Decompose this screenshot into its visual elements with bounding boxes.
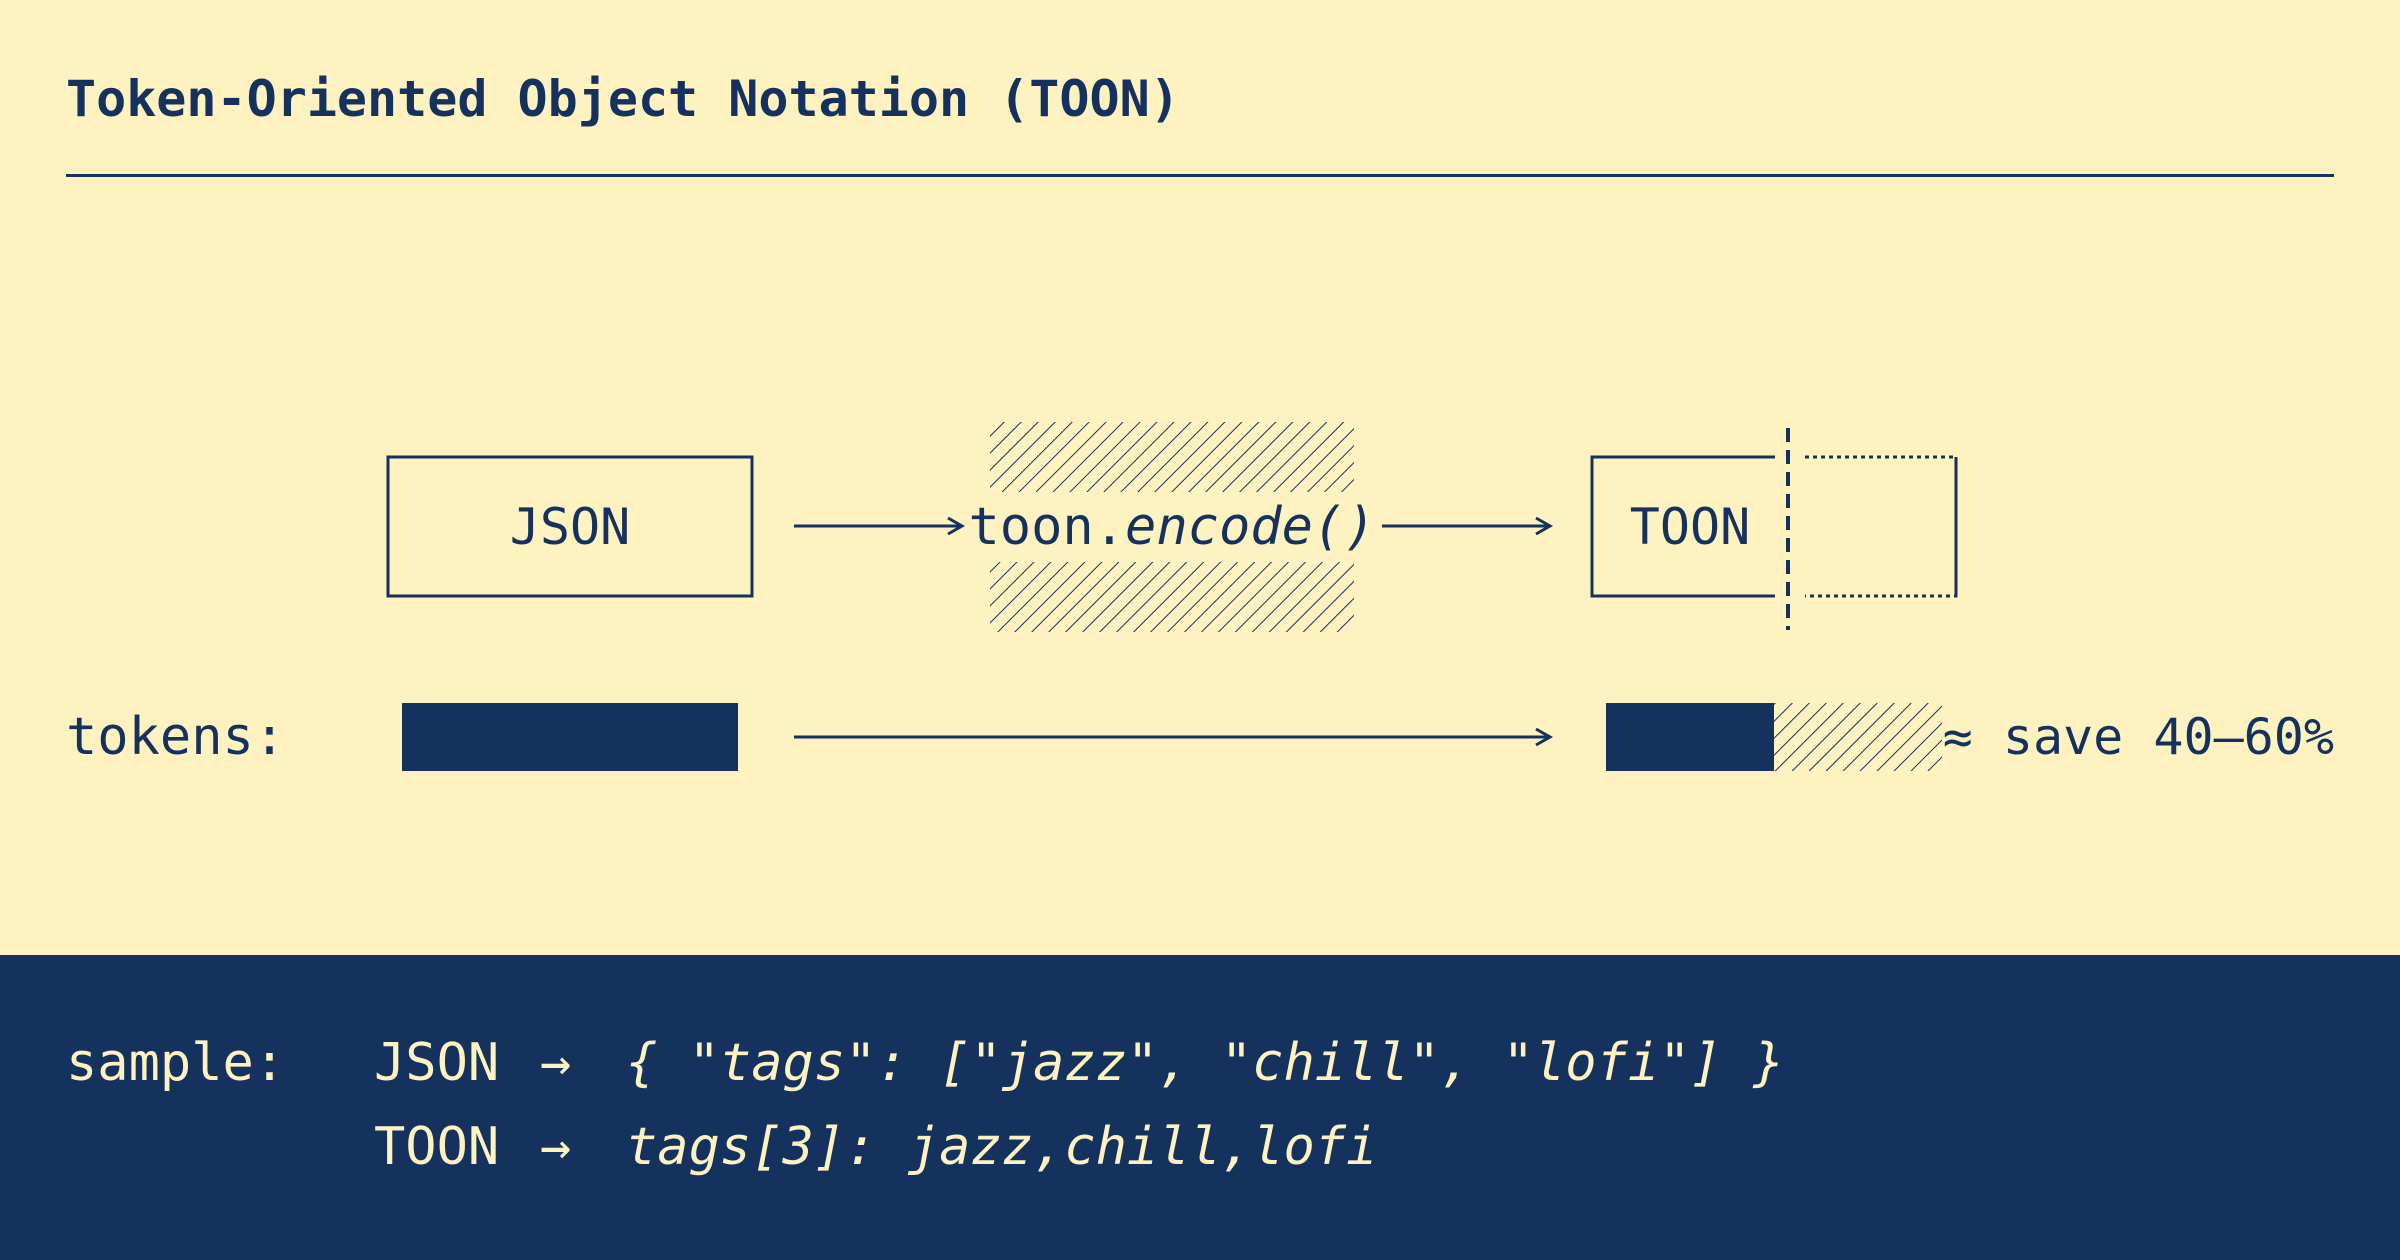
function-prefix: toon. [969,497,1126,557]
json-box-label: JSON [510,498,630,556]
sample-toon-code: tags[3]: jazz,chill,lofi [626,1117,1378,1177]
arrow-head-icon [1535,516,1554,536]
toon-box [1590,455,1775,598]
sample-json-format: JSON [374,1033,500,1093]
sample-json-code: { "tags": ["jazz", "chill", "lofi"] } [626,1033,1785,1093]
page-title: Token-Oriented Object Notation (TOON) [66,70,1180,128]
encoding-diagram: JSON toon.encode() TOON tokens: ≈ save 4… [66,422,2334,771]
sample-toon-format: TOON [374,1117,500,1177]
saved-token-bar [1774,703,1942,771]
json-token-bar [402,703,738,771]
toon-token-bar [1606,703,1774,771]
toon-box-label: TOON [1630,498,1750,556]
arrow-head-icon [1535,727,1554,747]
json-box [386,455,754,598]
arrow-head-icon [947,516,966,536]
toon-box-removed-half [1805,455,1958,598]
sample-panel: sample: JSON → { "tags": ["jazz", "chill… [0,955,2400,1260]
encode-function-label: toon.encode() [969,497,1376,557]
function-name: encode() [1125,497,1375,557]
sample-label: sample: [66,1033,286,1093]
sample-json-arrow: → [540,1033,572,1093]
title-divider [66,174,2334,177]
sample-toon-arrow: → [540,1117,572,1177]
savings-label: ≈ save 40–60% [1943,708,2334,766]
tokens-label: tokens: [66,707,285,767]
encode-hatch-top [990,422,1354,492]
encode-hatch-bottom [990,562,1354,632]
